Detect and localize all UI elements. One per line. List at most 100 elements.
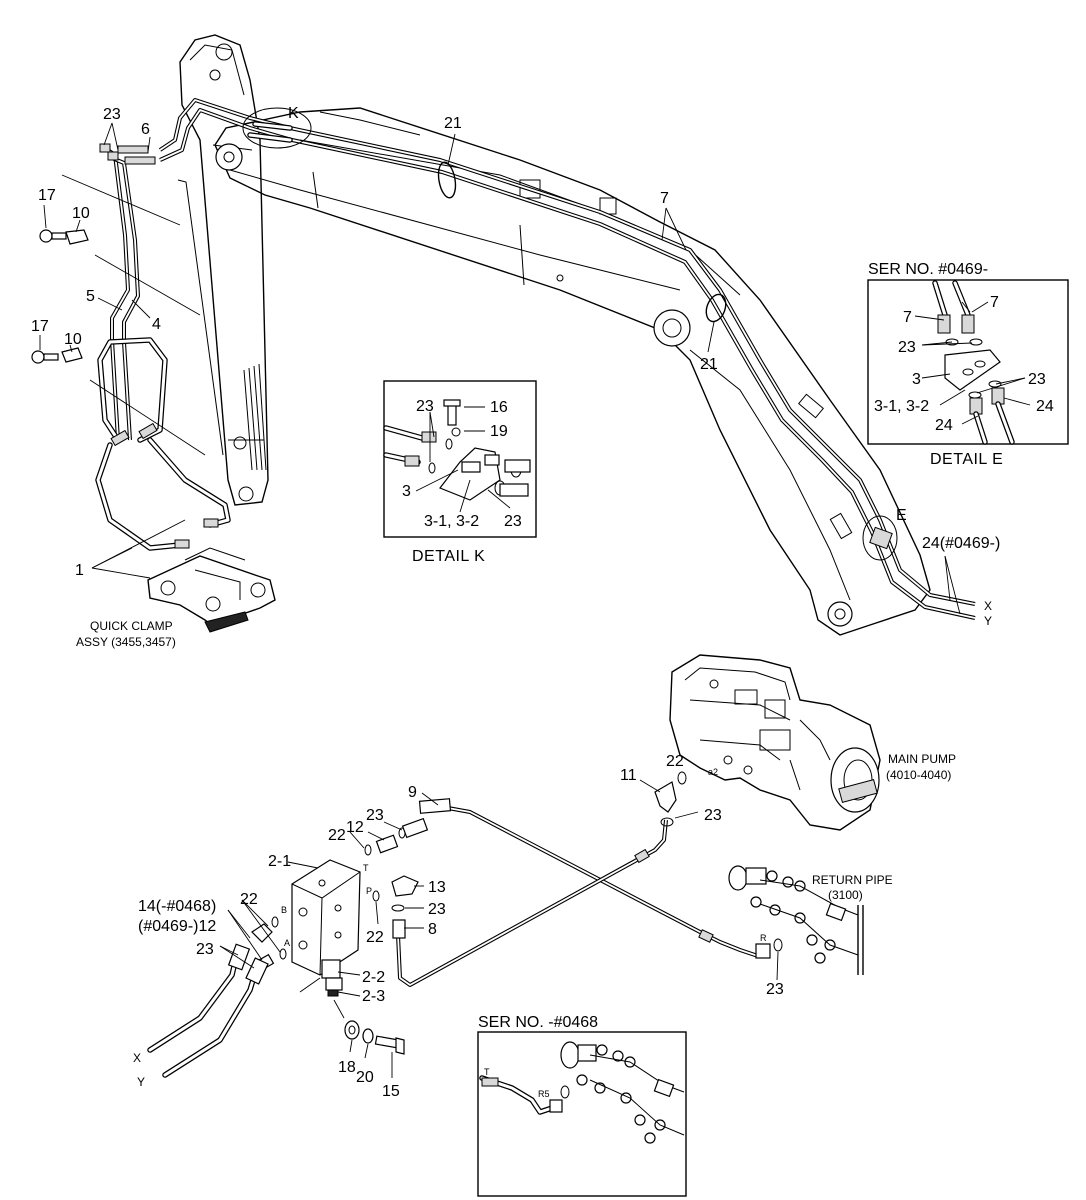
detail-e-label-3: 3	[912, 371, 921, 388]
detail-e-label-24a: 24	[935, 417, 953, 434]
return-pipe	[728, 865, 864, 975]
return-pipe-label-2: (3100)	[828, 888, 863, 902]
label-21-upper: 21	[444, 115, 462, 132]
label-8: 8	[428, 921, 437, 938]
boom-pipes	[158, 98, 976, 620]
return-pipe-label-1: RETURN PIPE	[812, 873, 893, 887]
detail-e-label-3-1: 3-1, 3-2	[874, 398, 929, 415]
label-22-b-port: 22	[240, 891, 258, 908]
label-21-lower: 21	[700, 356, 718, 373]
clamp-21-lower	[705, 293, 727, 323]
detail-k-label-3: 3	[402, 483, 411, 500]
detail-k-label-16: 16	[490, 399, 508, 416]
detail-k-marker	[242, 107, 312, 149]
ser-0468-box	[477, 1031, 687, 1197]
label-x-lower: X	[133, 1051, 141, 1065]
arm-outline	[179, 34, 269, 506]
ser-0468-header: SER NO. -#0468	[478, 1014, 598, 1031]
label-22-pump: 22	[666, 753, 684, 770]
detail-e-label-23a: 23	[898, 339, 916, 356]
detail-k-label-23b: 23	[504, 513, 522, 530]
detail-e-label-23b: 23	[1028, 371, 1046, 388]
label-12-0469: (#0469-)12	[138, 918, 216, 935]
boom-foot-pin	[653, 309, 691, 347]
detail-e-box	[867, 279, 1069, 445]
arm-hoses	[31, 122, 231, 551]
label-22-upper: 22	[328, 827, 346, 844]
detail-e-title: DETAIL E	[930, 451, 1003, 468]
detail-k-label-23a: 23	[416, 398, 434, 415]
label-y-lower: Y	[137, 1075, 145, 1089]
label-23-p-port: 23	[428, 901, 446, 918]
ser-0468-label-r5: R5	[538, 1089, 550, 1099]
lower-piping	[287, 771, 783, 987]
label-13: 13	[428, 879, 446, 896]
arm-pin-lower	[233, 436, 247, 450]
label-20: 20	[356, 1069, 374, 1086]
clamp-21-upper	[437, 161, 457, 199]
label-23-return: 23	[766, 981, 784, 998]
main-pump	[669, 654, 881, 831]
quick-clamp-label-1: QUICK CLAMP	[90, 619, 173, 633]
detail-e-label-7b: 7	[990, 294, 999, 311]
arm-ribs	[243, 363, 267, 471]
label-k: K	[288, 105, 299, 122]
detail-e-header: SER NO. #0469-	[868, 261, 988, 278]
label-y-boom: Y	[984, 614, 992, 628]
label-22-p-port: 22	[366, 929, 384, 946]
detail-e-marker	[862, 515, 898, 561]
boom-outline	[214, 107, 931, 636]
part-labels: 23 6 17 10 5 4 17 10 1 QUICK CLAMP ASSY …	[31, 105, 1054, 1100]
label-1: 1	[75, 562, 84, 579]
boom-nose-pin	[827, 601, 853, 627]
detail-k-box	[383, 380, 537, 538]
bolt-17-lower	[31, 347, 83, 364]
boom-pin-root	[215, 143, 243, 171]
label-x-boom: X	[984, 599, 992, 613]
label-15: 15	[382, 1083, 400, 1100]
label-2-3: 2-3	[362, 988, 385, 1005]
arm-pin-top	[215, 43, 233, 61]
main-pump-label-1: MAIN PUMP	[888, 752, 956, 766]
label-14: 14(-#0468)	[138, 898, 216, 915]
detail-e-label-24b: 24	[1036, 398, 1054, 415]
label-4: 4	[152, 316, 161, 333]
label-9: 9	[408, 784, 417, 801]
detail-e-label-7a: 7	[903, 309, 912, 326]
label-23-b-port: 23	[196, 941, 214, 958]
label-6: 6	[141, 121, 150, 138]
arm-pin-bottom	[238, 486, 254, 502]
label-18: 18	[338, 1059, 356, 1076]
main-pump-label-2: (4010-4040)	[886, 768, 951, 782]
label-10-lower: 10	[64, 331, 82, 348]
quick-clamp-label-2: ASSY (3455,3457)	[76, 635, 176, 649]
label-23-upper-fitting: 23	[366, 807, 384, 824]
label-port-p: P	[366, 886, 372, 896]
label-7: 7	[660, 190, 669, 207]
label-port-b: B	[281, 905, 287, 915]
label-12-upper: 12	[346, 819, 364, 836]
bolt-17-upper	[39, 229, 89, 245]
label-5: 5	[86, 288, 95, 305]
detail-k-title: DETAIL K	[412, 548, 485, 565]
label-2-2: 2-2	[362, 969, 385, 986]
label-11: 11	[620, 767, 637, 784]
label-port-r: R	[760, 933, 767, 943]
label-a2: a2	[708, 767, 718, 777]
label-24-0469: 24(#0469-)	[922, 535, 1000, 552]
label-23-pump: 23	[704, 807, 722, 824]
label-port-a: A	[284, 938, 290, 948]
label-17-lower: 17	[31, 318, 49, 335]
label-e: E	[896, 507, 907, 524]
label-port-t: T	[363, 863, 369, 873]
detail-k-label-19: 19	[490, 423, 508, 440]
quick-clamp-assy	[91, 519, 276, 633]
ser-0468-label-t: T	[484, 1067, 490, 1077]
label-23-top: 23	[103, 106, 121, 123]
detail-k-label-3-1: 3-1, 3-2	[424, 513, 479, 530]
label-10-upper: 10	[72, 205, 90, 222]
label-2-1: 2-1	[268, 853, 291, 870]
valve-block	[147, 859, 405, 1078]
boom-arm-assembly	[177, 34, 931, 636]
